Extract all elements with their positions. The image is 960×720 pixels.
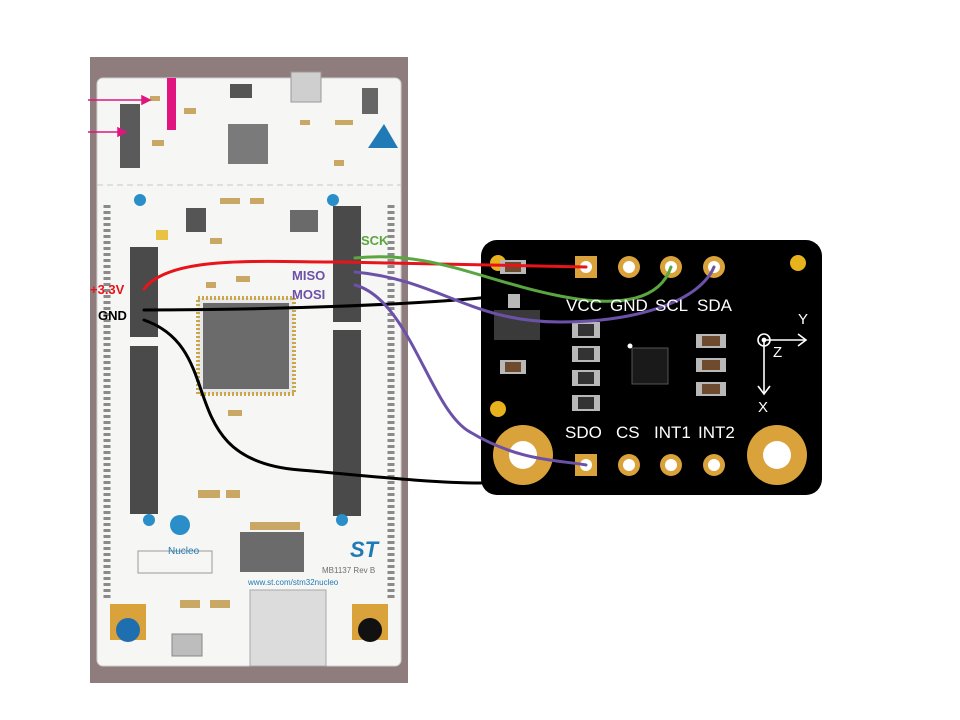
jumper-highlight: [167, 78, 176, 130]
pin-label-scl: SCL: [655, 296, 689, 315]
sensor-components: [494, 260, 726, 411]
mount-hole: [143, 514, 155, 526]
board-revision-text: MB1137 Rev B: [322, 566, 376, 575]
cn-header-small: [362, 88, 378, 114]
label-3v3: +3.3V: [90, 282, 125, 297]
axis-label-z: Z: [773, 344, 783, 361]
reset-button-cap[interactable]: [358, 618, 382, 642]
reset-button[interactable]: [352, 604, 388, 642]
arrow-head-icon: [117, 126, 128, 138]
st-logo: ST: [350, 537, 380, 562]
pin-label-vcc: VCC: [566, 296, 602, 315]
jumper-block: [230, 84, 252, 98]
sensor-corner-dot: [490, 401, 506, 417]
nucleo-board: ST: [88, 57, 408, 683]
st-logo-triangle: [368, 124, 398, 148]
label-gnd: GND: [98, 308, 127, 323]
pin-hole: [623, 261, 635, 273]
wire-miso: [353, 265, 716, 324]
pin-label-gnd: GND: [610, 296, 648, 315]
arrow-head-icon: [141, 94, 152, 106]
power-jumper: [290, 210, 318, 232]
axis-label-x: X: [758, 399, 769, 416]
label-miso: MISO: [292, 268, 326, 283]
axis-indicator: [757, 333, 808, 396]
pin-hole: [665, 459, 677, 471]
swd-header: [120, 104, 140, 168]
pin-hole: [708, 459, 720, 471]
axis-label-y: Y: [798, 311, 809, 328]
sensor-module: [481, 240, 822, 495]
user-led-part: [186, 208, 206, 232]
cn5-header: [130, 247, 158, 337]
mount-hole: [327, 194, 339, 206]
cn8-header: [130, 346, 158, 514]
indicator-arrows: [88, 94, 152, 138]
nucleo-brand-text: Nucleo: [168, 546, 200, 557]
pin-label-cs: CS: [616, 423, 640, 442]
pin-label-sdo: SDO: [565, 423, 602, 442]
led-yellow: [156, 230, 168, 240]
mounting-hole-right-center: [763, 441, 791, 469]
board-url-text: www.st.com/stm32nucleo: [248, 578, 339, 587]
wire-sck: [353, 255, 673, 303]
wire-gnd-bottom: [142, 318, 483, 485]
user-button-cap[interactable]: [116, 618, 140, 642]
mount-hole: [134, 194, 146, 206]
nucleo-logo: [170, 515, 190, 535]
accelerometer-chip: [631, 347, 669, 385]
main-mcu: [203, 303, 289, 389]
cn10-header: [333, 206, 361, 322]
pin-label-int2: INT2: [698, 423, 735, 442]
bottom-chip-pads: [250, 522, 300, 530]
usb-micro-bottom: [171, 633, 203, 657]
sensor-corner-dot: [790, 255, 806, 271]
bottom-chip: [240, 532, 304, 572]
label-mosi: MOSI: [292, 287, 326, 302]
wires: [142, 255, 716, 485]
cn9-header: [333, 330, 361, 516]
wire-3v3: [142, 259, 588, 291]
wire-gnd-top: [142, 294, 502, 312]
pin-label-sda: SDA: [697, 296, 732, 315]
usb-connector-bottom: [249, 589, 327, 667]
mount-hole: [336, 514, 348, 526]
usb-connector-top: [290, 71, 322, 103]
smd-parts: [150, 96, 353, 608]
stlink-mcu: [228, 124, 268, 164]
label-sck: SCK: [361, 233, 389, 248]
wire-mosi: [353, 283, 588, 467]
pin-hole: [623, 459, 635, 471]
user-button[interactable]: [110, 604, 146, 642]
white-label-box: [137, 550, 213, 574]
pin-label-int1: INT1: [654, 423, 691, 442]
